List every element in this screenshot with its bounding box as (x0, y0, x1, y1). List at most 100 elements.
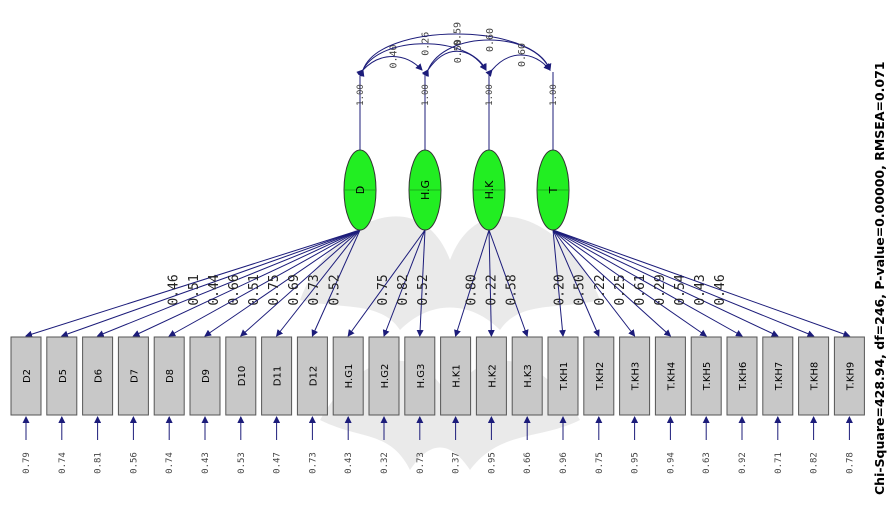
observed-label: T.KH6 (738, 362, 749, 392)
observed-variable: D9 (189, 336, 221, 416)
loading-arrow (552, 229, 636, 337)
observed-label: H.K1 (452, 364, 463, 387)
observed-box (117, 336, 149, 416)
loading-value: 0.82 (396, 274, 411, 305)
observed-label: H.G3 (416, 364, 427, 389)
loading-value: 0.46 (713, 274, 728, 305)
observed-box (833, 336, 865, 416)
loading-arrow (25, 229, 361, 338)
loading-arrow (552, 229, 672, 337)
observed-box (511, 336, 543, 416)
loading-value: 0.50 (573, 274, 588, 305)
observed-box (296, 336, 328, 416)
error-variance: 0.96 (559, 452, 569, 474)
error-variance: 0.73 (416, 452, 426, 474)
covariance-arc (485, 54, 551, 77)
observed-variable: T.KH7 (762, 336, 794, 416)
loading-value: 0.80 (464, 274, 479, 305)
latent-variance: 1.00 (485, 84, 495, 106)
observed-variable: T.KH5 (690, 336, 722, 416)
observed-label: D10 (237, 366, 248, 386)
observed-box (690, 336, 722, 416)
observed-variable: H.G3 (404, 336, 436, 416)
loading-arrow (552, 229, 708, 337)
loading-value: 0.52 (327, 274, 342, 305)
covariance-value: 0.26 (421, 32, 432, 56)
observed-variable: D11 (261, 336, 293, 416)
observed-box (225, 336, 257, 416)
observed-variable: T.KH3 (619, 336, 651, 416)
loading-arrow (552, 229, 779, 337)
observed-variable: T.KH1 (547, 336, 579, 416)
observed-label: T.KH4 (666, 362, 677, 392)
loading-value: 0.58 (504, 274, 519, 305)
loading-value: 0.46 (167, 274, 182, 305)
loading-value: 0.22 (484, 274, 499, 305)
observed-label: D12 (308, 366, 319, 386)
observed-variable: H.K3 (511, 336, 543, 416)
observed-box (82, 336, 114, 416)
observed-variable: T.KH2 (583, 336, 615, 416)
error-variance: 0.81 (94, 452, 104, 474)
observed-variable: D10 (225, 336, 257, 416)
observed-label: H.K3 (523, 364, 534, 387)
latent-variance: 1.00 (549, 84, 559, 106)
error-variance: 0.66 (523, 452, 533, 474)
loading-value: 0.25 (613, 274, 628, 305)
observed-label: H.G1 (344, 364, 355, 389)
error-variance: 0.47 (273, 452, 283, 474)
loading-value: 0.75 (376, 274, 391, 305)
error-variance: 0.43 (344, 452, 354, 474)
error-variance: 0.71 (774, 452, 784, 474)
error-variance: 0.56 (129, 452, 139, 474)
loading-value: 0.22 (593, 274, 608, 305)
observed-variable: H.K2 (475, 336, 507, 416)
latent-variance: 1.00 (356, 84, 366, 106)
error-variance: 0.73 (308, 452, 318, 474)
loading-arrow (552, 229, 743, 337)
observed-box (547, 336, 579, 416)
observed-label: H.K2 (487, 364, 498, 387)
observed-variable: D6 (82, 336, 114, 416)
observed-box (368, 336, 400, 416)
loading-value: 0.43 (693, 274, 708, 305)
loading-arrow (487, 229, 495, 337)
observed-variable: H.G1 (332, 336, 364, 416)
error-variance: 0.94 (666, 452, 676, 474)
observed-label: T.KH5 (702, 362, 713, 392)
loading-arrow (382, 229, 426, 337)
observed-box (726, 336, 758, 416)
observed-variable: D8 (153, 336, 185, 416)
latent-variable: H.G1.00 (408, 72, 442, 231)
observed-box (261, 336, 293, 416)
observed-variable: D5 (46, 336, 78, 416)
loading-arrow (552, 229, 851, 338)
loading-arrow (454, 229, 490, 337)
latent-variable: T1.00 (536, 72, 570, 231)
fit-statistics: Chi-Square=428.94, df=246, P-value=0.000… (872, 61, 887, 495)
loading-value: 0.20 (553, 274, 568, 305)
observed-label: H.G2 (380, 364, 391, 389)
loading-arrow (168, 229, 361, 337)
observed-variable: T.KH6 (726, 336, 758, 416)
observed-label: D5 (58, 369, 69, 383)
observed-label: T.KH2 (595, 362, 606, 392)
loading-arrow (204, 229, 361, 337)
observed-variable: T.KH4 (654, 336, 686, 416)
loading-value: 0.66 (227, 274, 242, 305)
latent-variable: D1.00 (343, 72, 377, 231)
observed-box (654, 336, 686, 416)
error-variance: 0.95 (487, 452, 497, 474)
loading-arrow (347, 229, 426, 337)
observed-box (583, 336, 615, 416)
observed-box (153, 336, 185, 416)
observed-box (404, 336, 436, 416)
loading-arrow (552, 229, 600, 337)
observed-box (762, 336, 794, 416)
error-variance: 0.79 (22, 452, 32, 474)
covariance-value: 0.50 (453, 39, 464, 63)
